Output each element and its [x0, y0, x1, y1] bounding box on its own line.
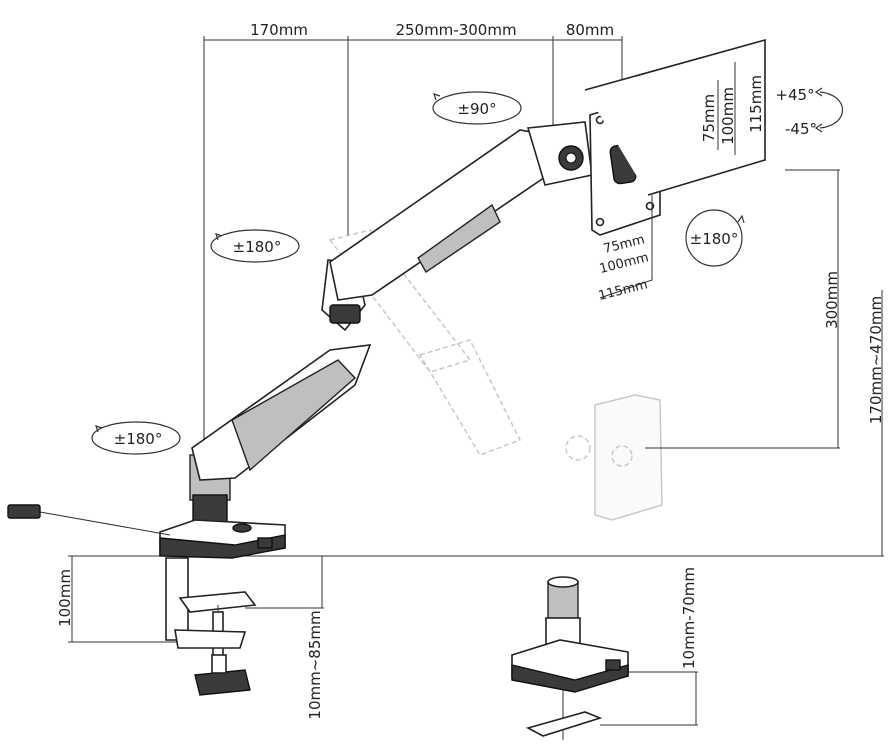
dim-clamp-height: 100mm: [56, 569, 74, 627]
clamp-knob: [194, 669, 251, 696]
monitor-outline: [584, 38, 766, 299]
dim-top-left: 170mm: [250, 21, 308, 39]
ghost-arm-lowered: [328, 229, 663, 521]
dim-clamp-thickness: 10mm~85mm: [306, 610, 324, 719]
monitor-arm: [189, 121, 593, 528]
dim-height-range: 170mm~470mm: [867, 296, 885, 424]
arm-base-label: ±180°: [114, 430, 163, 448]
rotation-indicators: [91, 87, 844, 455]
usb-plug: [7, 504, 41, 519]
vesa-v75: 75mm: [700, 94, 718, 142]
dim-vertical-travel: 300mm: [823, 271, 841, 329]
dim-top-middle: 250mm-300mm: [395, 21, 516, 39]
clamp-base: [7, 504, 286, 696]
dimension-labels: 170mm 250mm-300mm 80mm 300mm 170mm~470mm…: [56, 21, 885, 720]
arm-base-arrow: [91, 421, 181, 455]
tilt-arrow: [819, 91, 844, 129]
dim-grommet-thickness: 10mm-70mm: [680, 567, 698, 669]
upper-arm: [329, 129, 549, 301]
arm-upper-label: ±180°: [233, 238, 282, 256]
grommet-base: [511, 576, 629, 740]
vesa-v115: 115mm: [747, 75, 765, 133]
swivel-head-arrow: [432, 91, 522, 125]
swivel-head-label: ±90°: [457, 100, 496, 118]
vesa-h115: 115mm: [597, 277, 649, 304]
dim-top-right: 80mm: [566, 21, 614, 39]
tilt-up-label: +45°: [775, 86, 814, 104]
tilt-down-label: -45°: [785, 120, 817, 138]
rotate-screen-label: ±180°: [690, 230, 739, 248]
rotate-screen-arrow: [685, 209, 743, 267]
arm-upper-arrow: [210, 229, 300, 263]
dimension-lines: [68, 36, 884, 726]
vesa-v100: 100mm: [719, 87, 737, 145]
